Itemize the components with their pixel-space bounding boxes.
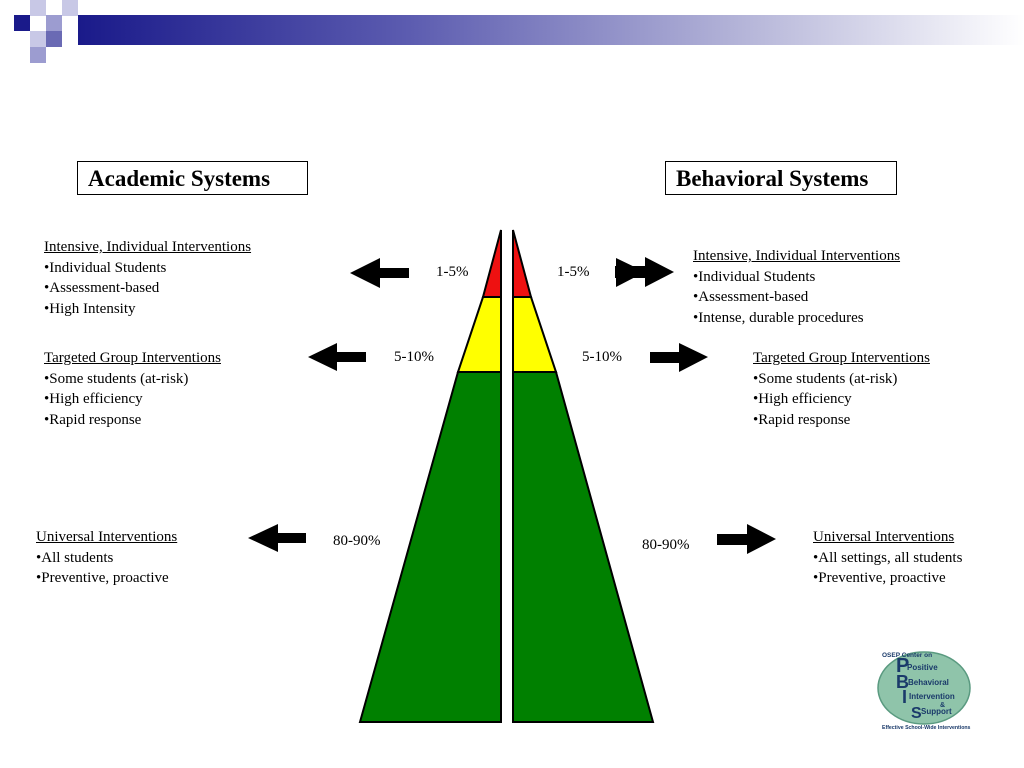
right-arrow-icon: [615, 257, 674, 287]
behavioral-tier-intensive: [512, 229, 533, 298]
logo-word: Positive: [907, 663, 938, 672]
tier-heading: Universal Interventions: [36, 529, 178, 545]
logo-word: &: [940, 702, 945, 709]
behavioral-percent-targeted: 5-10%: [582, 349, 622, 365]
bullet-item: •Intense, durable procedures: [693, 309, 864, 326]
decorative-squares: [14, 0, 78, 63]
tier-heading: Intensive, Individual Interventions: [44, 239, 252, 255]
logo-word: Support: [921, 707, 952, 716]
bullet-item: •Some students (at-risk): [753, 370, 898, 387]
bullet-item: •High efficiency: [44, 391, 143, 407]
academic-tier-universal: [358, 371, 502, 723]
tier-heading: Intensive, Individual Interventions: [693, 248, 901, 264]
left-arrow-icon: [248, 524, 306, 552]
tier-heading: Targeted Group Interventions: [44, 350, 221, 366]
bullet-item: •All settings, all students: [813, 549, 963, 566]
bullet-item: •High efficiency: [753, 391, 852, 407]
bullet-item: •All students: [36, 549, 114, 566]
right-arrow-icon: [650, 343, 708, 372]
behavioral-universal-block: Universal Interventions •All settings, a…: [813, 527, 962, 589]
tier-heading: Universal Interventions: [813, 529, 955, 545]
logo-word: Intervention: [909, 692, 955, 701]
bullet-item: •Rapid response: [44, 411, 142, 428]
svg-text:S: S: [911, 705, 922, 722]
academic-percent-intensive: 1-5%: [436, 264, 469, 280]
behavioral-intensive-block: Intensive, Individual Interventions •Ind…: [693, 246, 900, 328]
bullet-item: •High Intensity: [44, 300, 136, 317]
header-gradient-bar: [78, 15, 1024, 45]
pbis-logo: OSEP Center on P Positive B Behavioral I…: [877, 651, 971, 731]
left-arrow-icon: [350, 258, 409, 288]
academic-half-pyramid: [358, 229, 502, 723]
behavioral-half-pyramid: [512, 229, 655, 723]
logo-word: Behavioral: [908, 678, 949, 687]
behavioral-tier-universal: [512, 371, 655, 723]
behavioral-tier-targeted: [512, 296, 558, 373]
logo-tagline: Effective School-Wide Interventions: [882, 725, 971, 731]
academic-percent-targeted: 5-10%: [394, 349, 434, 365]
academic-systems-title: Academic Systems: [77, 161, 308, 195]
bullet-item: •Some students (at-risk): [44, 370, 189, 387]
academic-tier-intensive: [481, 229, 502, 298]
academic-tier-targeted: [456, 296, 502, 373]
bullet-item: •Rapid response: [753, 411, 851, 428]
academic-universal-block: Universal Interventions •All students •P…: [36, 527, 177, 589]
behavioral-systems-title: Behavioral Systems: [665, 161, 897, 195]
behavioral-percent-intensive: 1-5%: [557, 264, 590, 280]
tier-heading: Targeted Group Interventions: [753, 350, 930, 366]
svg-text:I: I: [902, 687, 907, 707]
bullet-item: •Individual Students: [44, 259, 167, 276]
right-arrow-icon: [717, 524, 776, 554]
logo-org-text: OSEP Center on: [882, 652, 932, 659]
academic-percent-universal: 80-90%: [333, 533, 381, 549]
bullet-item: •Individual Students: [693, 268, 816, 285]
bullet-item: •Assessment-based: [44, 280, 160, 296]
bullet-item: •Assessment-based: [693, 289, 809, 305]
academic-targeted-block: Targeted Group Interventions •Some stude…: [44, 348, 221, 430]
left-arrow-icon: [308, 343, 366, 371]
academic-intensive-block: Intensive, Individual Interventions •Ind…: [44, 237, 251, 319]
svg-text:P: P: [896, 655, 909, 677]
behavioral-percent-universal: 80-90%: [642, 537, 690, 553]
svg-text:B: B: [896, 672, 909, 692]
bullet-item: •Preventive, proactive: [36, 570, 169, 586]
bullet-item: •Preventive, proactive: [813, 570, 946, 586]
behavioral-targeted-block: Targeted Group Interventions •Some stude…: [753, 348, 930, 430]
